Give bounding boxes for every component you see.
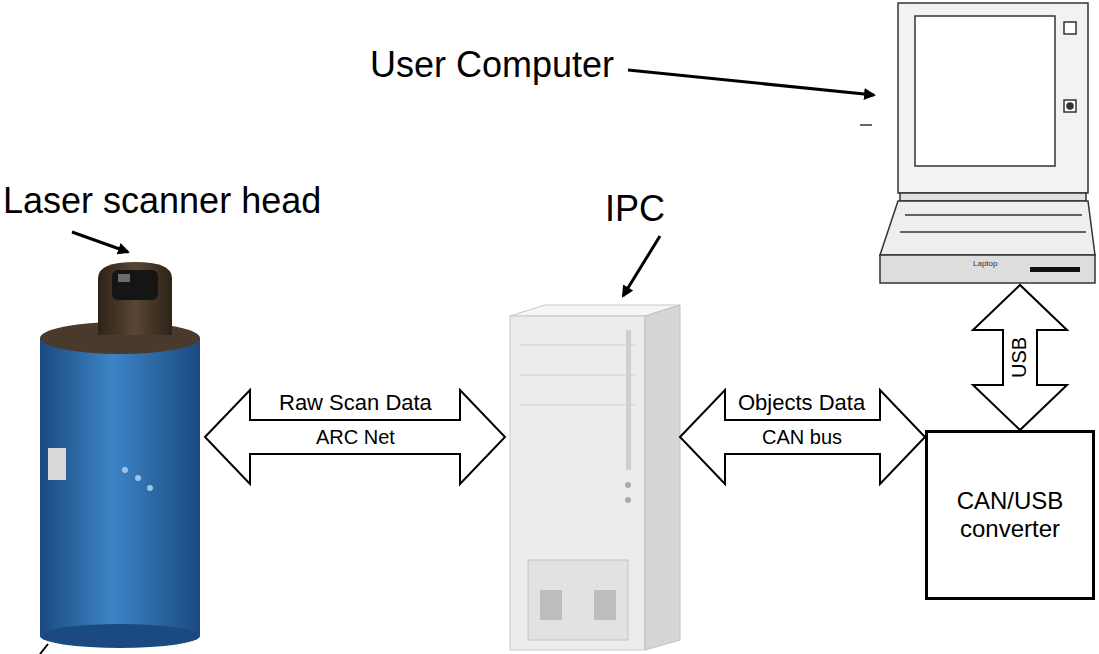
scanner-led xyxy=(147,485,153,491)
laptop-slot xyxy=(1030,267,1080,272)
laptop-key-row xyxy=(900,231,1086,233)
scanner-head xyxy=(98,262,172,335)
scanner-photo xyxy=(40,262,200,654)
ipc-side xyxy=(645,305,680,650)
signal-name: Objects Data xyxy=(738,390,865,415)
ipc-button xyxy=(625,497,631,503)
bus-arrow xyxy=(973,285,1067,430)
scanner-node: Laser scanner head xyxy=(35,255,205,650)
ipc-port xyxy=(540,590,562,620)
part-name: User Computer xyxy=(370,44,614,85)
ipc-button xyxy=(625,482,631,488)
ipc-groove xyxy=(520,345,635,346)
laptop-node: User Computer xyxy=(880,2,1095,285)
ipc-photo xyxy=(510,305,680,650)
part-name: IPC xyxy=(605,188,665,229)
bus-name: USB xyxy=(1008,335,1031,380)
bus-arrow xyxy=(680,390,925,484)
ipc-groove xyxy=(520,405,635,406)
scanner-window xyxy=(112,270,158,300)
ipc-node: IPC xyxy=(505,300,680,652)
laptop-icon xyxy=(1064,100,1076,112)
ipc-port xyxy=(594,590,616,620)
laptop-keyboard xyxy=(880,201,1095,255)
box-text: CAN/USB converter xyxy=(938,487,1082,542)
ipc-panel xyxy=(528,560,628,640)
laptop-lid xyxy=(898,3,1088,193)
process-box: CAN/USB converter xyxy=(925,430,1095,600)
scanner-sticker xyxy=(48,448,66,480)
signal-name: Raw Scan Data xyxy=(279,390,432,415)
laptop-drawing xyxy=(860,3,1095,283)
scanner-cable xyxy=(40,644,48,654)
laptop-screen xyxy=(915,16,1055,166)
ipc-groove xyxy=(520,375,635,376)
scanner-led xyxy=(122,467,128,473)
laptop-icon xyxy=(1064,22,1076,34)
leader-line xyxy=(72,232,128,252)
laptop-dot xyxy=(1067,103,1073,109)
leader-line xyxy=(628,70,874,95)
ipc-vent xyxy=(626,330,631,470)
scanner-glint xyxy=(118,274,130,282)
laptop-base xyxy=(880,255,1095,283)
ipc-front xyxy=(510,316,645,650)
scanner-body xyxy=(40,338,200,636)
leader-line xyxy=(623,236,660,296)
scanner-base xyxy=(40,624,200,648)
laptop-key-row xyxy=(905,214,1082,216)
laptop-tick xyxy=(860,124,872,126)
device-tag: Laptop xyxy=(973,259,997,268)
bus-name: CAN bus xyxy=(760,426,844,449)
bus-arrow xyxy=(205,390,505,484)
laptop-hinge xyxy=(900,193,1086,201)
scanner-led xyxy=(135,475,141,481)
bus-name: ARC Net xyxy=(314,426,397,449)
part-name: Laser scanner head xyxy=(3,180,321,221)
